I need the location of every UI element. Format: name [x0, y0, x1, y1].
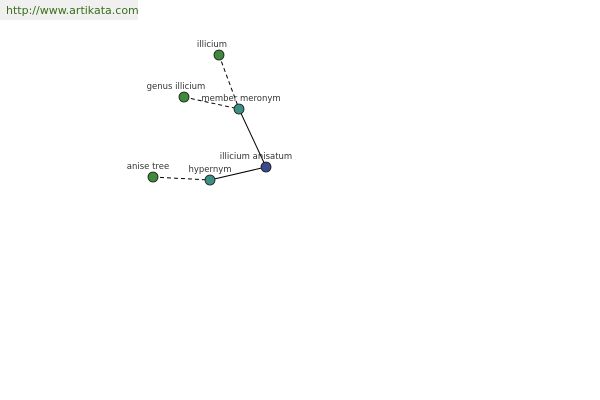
- edge-hypernym-to-illicium-anisatum: [209, 166, 267, 181]
- node-circle-hypernym[interactable]: [204, 174, 216, 186]
- node-circle-anise-tree[interactable]: [147, 171, 159, 183]
- node-circle-illicium-anisatum[interactable]: [260, 161, 272, 173]
- node-label-illicium-anisatum[interactable]: illicium anisatum: [220, 152, 292, 162]
- node-hypernym[interactable]: hypernym: [188, 165, 232, 186]
- edge-member-meronym-to-illicium-anisatum: [238, 108, 267, 168]
- node-label-member-meronym[interactable]: member meronym: [201, 94, 280, 104]
- node-circle-member-meronym[interactable]: [233, 103, 245, 115]
- node-illicium-anisatum[interactable]: illicium anisatum: [220, 152, 292, 173]
- node-circle-illicium[interactable]: [213, 49, 225, 61]
- node-label-hypernym[interactable]: hypernym: [188, 165, 231, 175]
- node-illicium[interactable]: illicium: [197, 40, 227, 61]
- node-genus-illicium[interactable]: genus illicium: [147, 82, 206, 103]
- edge-anise-tree-to-hypernym: [152, 176, 211, 181]
- site-url[interactable]: http://www.artikata.com: [0, 0, 139, 20]
- edge-genus-illicium-to-member-meronym: [183, 96, 240, 110]
- node-label-illicium[interactable]: illicium: [197, 40, 227, 50]
- graph-nodes: illicium genus illicium member meronym illi…: [127, 40, 292, 186]
- edge-illicium-to-member-meronym: [218, 54, 240, 110]
- node-anise-tree[interactable]: anise tree: [127, 162, 169, 183]
- node-label-anise-tree[interactable]: anise tree: [127, 162, 169, 172]
- node-label-genus-illicium[interactable]: genus illicium: [147, 82, 206, 92]
- graph-edges: [152, 54, 267, 181]
- node-member-meronym[interactable]: member meronym: [201, 94, 281, 115]
- node-circle-genus-illicium[interactable]: [178, 91, 190, 103]
